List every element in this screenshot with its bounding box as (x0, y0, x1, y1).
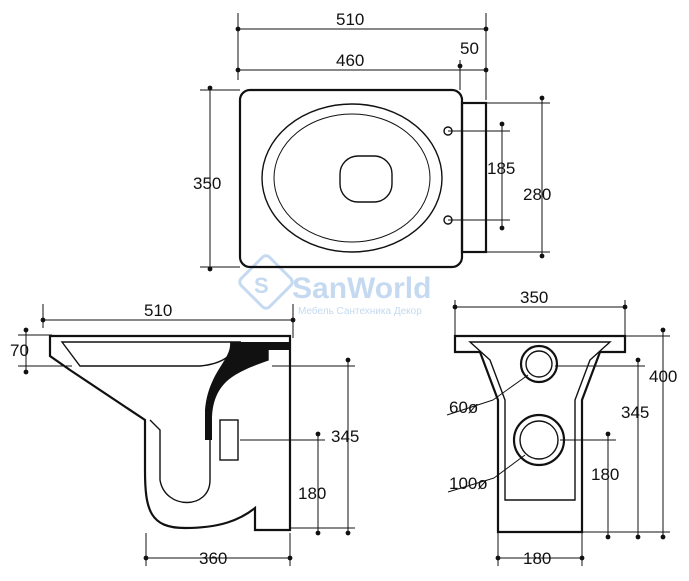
watermark-subtitle: Мебель Сантехника Декор (298, 305, 422, 317)
rear-view-body (453, 334, 627, 534)
top-dim-overall-width: 510 (336, 10, 364, 29)
rear-dim-lower-outlet-diameter: 100ø (449, 474, 488, 493)
watermark: S SanWorld Мебель Сантехника Декор (238, 254, 431, 317)
upper-outlet-icon (519, 344, 559, 384)
rear-dim-upper-outlet-height: 345 (621, 403, 649, 422)
side-view-seal (205, 342, 290, 440)
watermark-logo-icon: S (238, 254, 294, 310)
top-view-bowl-rim (261, 103, 443, 253)
side-dim-outlet-height: 345 (331, 427, 359, 446)
top-dim-fixing-spacing: 185 (487, 159, 515, 178)
watermark-title: SanWorld (292, 272, 431, 305)
top-view-bowl-inner (273, 113, 431, 243)
top-dim-depth: 350 (193, 174, 221, 193)
top-view-back-plate (460, 101, 488, 254)
top-dim-back-depth: 280 (523, 185, 551, 204)
rear-dim-height: 400 (649, 367, 677, 386)
rear-dim-base-width: 180 (523, 549, 551, 568)
side-view: 510 70 345 180 360 (10, 301, 359, 568)
side-dim-length: 510 (144, 301, 172, 320)
rear-view-inner (468, 341, 612, 501)
top-view-drain (339, 155, 393, 203)
side-view-spigot (219, 419, 239, 461)
top-view-body (238, 88, 464, 269)
side-dim-outlet-axis: 180 (298, 484, 326, 503)
top-dim-tank-offset: 50 (460, 39, 479, 58)
rear-view: 350 400 345 180 60ø 100ø 180 (446, 288, 677, 568)
rear-dim-upper-outlet-diameter: 60ø (449, 398, 478, 417)
rear-dim-width: 350 (520, 288, 548, 307)
side-view-body (48, 334, 292, 532)
side-dim-base-length: 360 (199, 549, 227, 568)
rear-dim-lower-outlet-height: 180 (591, 465, 619, 484)
top-view: 510 460 50 350 185 280 (193, 10, 551, 272)
svg-text:S: S (254, 273, 269, 298)
top-dim-body-width: 460 (336, 51, 364, 70)
side-view-bowl (60, 341, 242, 367)
side-dim-rim-height: 70 (10, 341, 29, 360)
